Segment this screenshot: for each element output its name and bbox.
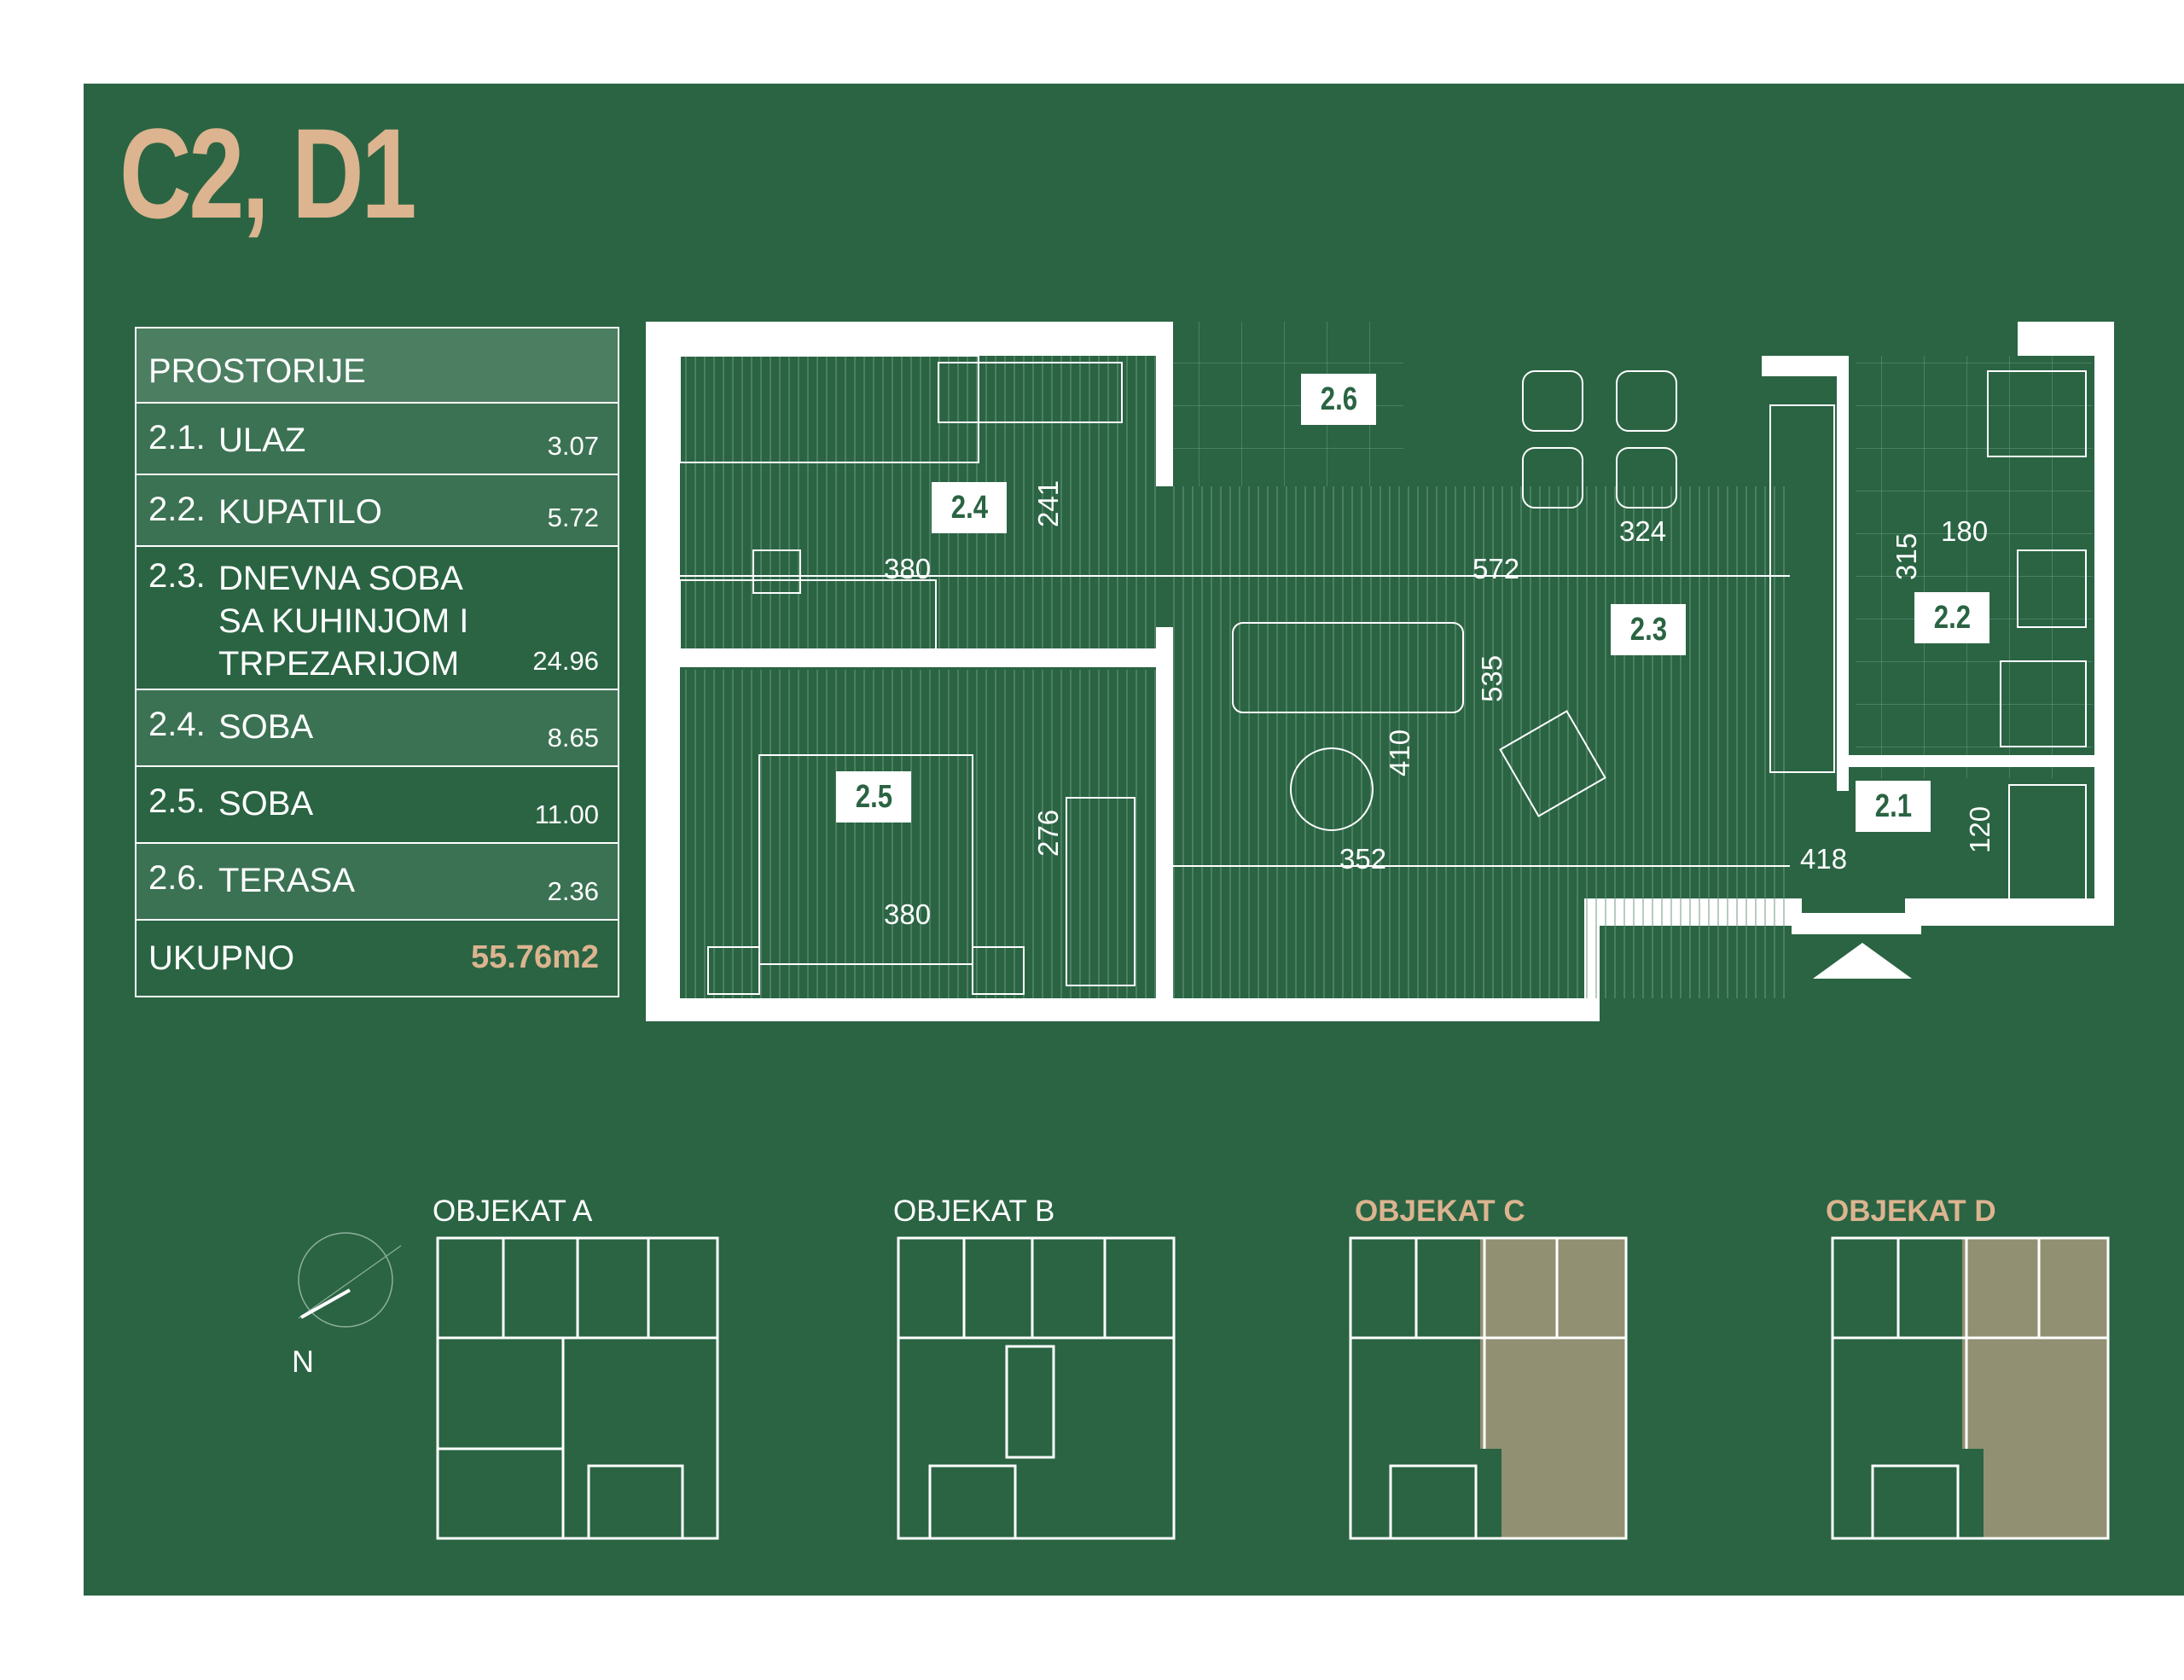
bed bbox=[758, 754, 973, 965]
room-name: KUPATILO bbox=[218, 493, 382, 531]
building-label: OBJEKAT B bbox=[893, 1195, 1055, 1228]
dimension-label: 352 bbox=[1339, 843, 1387, 875]
room-name: TERASA bbox=[218, 862, 356, 899]
room-area: 8.65 bbox=[547, 723, 599, 753]
highlighted-unit bbox=[1480, 1238, 1625, 1538]
dimension-label: 418 bbox=[1800, 843, 1848, 875]
dimension-label: 410 bbox=[1384, 729, 1415, 776]
room-name: SOBA bbox=[218, 785, 314, 823]
room-row: 2.2. KUPATILO 5.72 bbox=[136, 475, 618, 547]
washing-machine bbox=[2000, 660, 2087, 747]
interior-wall bbox=[1849, 755, 2094, 767]
room-area: 11.00 bbox=[534, 799, 599, 829]
dimension-label: 324 bbox=[1619, 515, 1667, 547]
room-number: 2.1. bbox=[148, 419, 206, 456]
room-2-4-floor bbox=[680, 356, 1156, 650]
building-label: OBJEKAT D bbox=[1826, 1195, 1996, 1228]
room-number: 2.5. bbox=[148, 782, 206, 820]
room-label: 2.1 bbox=[1856, 781, 1931, 832]
floor-plan bbox=[646, 322, 2114, 1021]
dimension-label: 315 bbox=[1891, 532, 1922, 580]
total-row: UKUPNO 55.76m2 bbox=[136, 921, 618, 996]
room-label: 2.4 bbox=[932, 482, 1007, 533]
wardrobe bbox=[679, 355, 979, 463]
room-row: 2.6. TERASA 2.36 bbox=[136, 844, 618, 921]
room-row: 2.5. SOBA 11.00 bbox=[136, 767, 618, 844]
desk bbox=[679, 579, 937, 654]
building-label: OBJEKAT A bbox=[433, 1195, 593, 1228]
chair bbox=[752, 549, 801, 594]
room-name: DNEVNA SOBA SA KUHINJOM I TRPEZARIJOM bbox=[218, 560, 469, 683]
building-b-plan bbox=[897, 1236, 1176, 1540]
dimension-label: 241 bbox=[1032, 480, 1064, 527]
interior-wall bbox=[1837, 356, 1849, 791]
rooms-table-header: PROSTORIJE bbox=[136, 328, 618, 404]
nightstand bbox=[707, 946, 760, 995]
highlighted-unit bbox=[1962, 1238, 2107, 1538]
room-label: 2.2 bbox=[1914, 592, 1989, 643]
page-title: C2, D1 bbox=[119, 102, 417, 245]
dining-chair bbox=[1616, 447, 1677, 509]
radiator bbox=[938, 362, 1123, 423]
shoe-cabinet bbox=[2008, 784, 2087, 914]
sink bbox=[2017, 549, 2087, 628]
dimension-label: 572 bbox=[1472, 553, 1520, 584]
building-a-plan bbox=[436, 1236, 719, 1540]
dimension-label: 380 bbox=[884, 898, 932, 930]
entrance-arrow-icon bbox=[1813, 943, 1912, 979]
north-label: N bbox=[292, 1344, 314, 1379]
building-label: OBJEKAT C bbox=[1355, 1195, 1525, 1228]
dimension-label: 535 bbox=[1476, 654, 1507, 702]
total-area: 55.76m2 bbox=[470, 939, 599, 975]
interior-wall bbox=[680, 648, 1156, 667]
building-d-plan bbox=[1831, 1236, 2110, 1540]
room-number: 2.4. bbox=[148, 706, 206, 743]
room-area: 5.72 bbox=[547, 503, 599, 532]
dimension-label: 180 bbox=[1941, 515, 1989, 547]
room-number: 2.3. bbox=[148, 557, 206, 595]
armchair bbox=[1499, 710, 1606, 817]
nightstand bbox=[972, 946, 1025, 995]
room-area: 24.96 bbox=[532, 646, 599, 676]
room-label: 2.5 bbox=[836, 771, 911, 823]
dimension-label: 380 bbox=[884, 553, 932, 584]
interior-wall bbox=[1762, 356, 1837, 376]
dining-chair bbox=[1522, 370, 1583, 432]
kitchen-counter bbox=[1769, 404, 1835, 773]
room-area: 3.07 bbox=[547, 431, 599, 461]
room-2-3-floor bbox=[1173, 486, 1790, 998]
dimension-label: 120 bbox=[1964, 805, 1995, 853]
compass-icon bbox=[298, 1232, 402, 1328]
room-label: 2.6 bbox=[1301, 374, 1376, 425]
room-name: ULAZ bbox=[218, 421, 306, 459]
dining-chair bbox=[1522, 447, 1583, 509]
wardrobe bbox=[1066, 797, 1136, 986]
room-number: 2.6. bbox=[148, 859, 206, 897]
room-2-5-floor bbox=[680, 670, 1156, 998]
coffee-table bbox=[1290, 747, 1374, 831]
room-name: SOBA bbox=[218, 708, 314, 746]
room-row: 2.4. SOBA 8.65 bbox=[136, 690, 618, 767]
room-area: 2.36 bbox=[547, 876, 599, 906]
building-c-plan bbox=[1349, 1236, 1628, 1540]
room-row: 2.1. ULAZ 3.07 bbox=[136, 404, 618, 475]
rooms-table: PROSTORIJE 2.1. ULAZ 3.07 2.2. KUPATILO … bbox=[135, 327, 619, 997]
dining-chair bbox=[1616, 370, 1677, 432]
dimension-label: 276 bbox=[1032, 809, 1064, 857]
room-number: 2.2. bbox=[148, 491, 206, 528]
sofa bbox=[1232, 622, 1464, 713]
bathroom-floor bbox=[1856, 356, 2093, 778]
room-row: 2.3. DNEVNA SOBA SA KUHINJOM I TRPEZARIJ… bbox=[136, 547, 618, 690]
total-label: UKUPNO bbox=[148, 939, 295, 977]
toilet bbox=[1987, 370, 2087, 457]
room-label: 2.3 bbox=[1611, 604, 1686, 655]
